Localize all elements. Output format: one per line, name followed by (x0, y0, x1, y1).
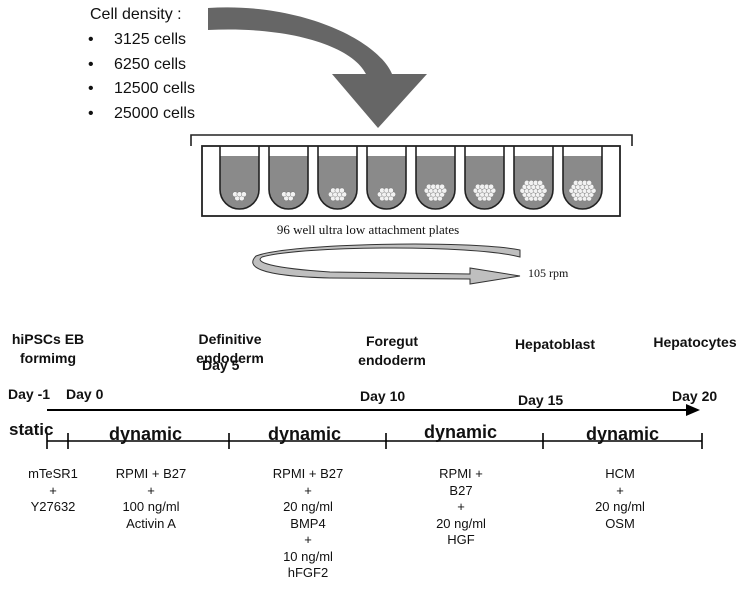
media-line: mTeSR1 (28, 466, 78, 481)
media-line: BMP4 (290, 515, 326, 531)
cell-sphere (439, 183, 445, 190)
media-foregut-endoderm: RPMI + B27 + 20 ng/ml BMP4 + 10 ng/ml hF… (255, 466, 361, 582)
cell-density-list: • 3125 cells • 6250 cells • 12500 cells • 25… (88, 28, 195, 126)
well (268, 146, 309, 210)
cell-sphere (537, 180, 543, 186)
media-line: Activin A (126, 515, 176, 531)
curved-arrow-icon (208, 7, 427, 128)
day-label: Day 0 (66, 386, 104, 402)
well (317, 146, 358, 210)
day-label: Day -1 (8, 386, 51, 402)
media-line: + (616, 482, 624, 498)
phase-label: dynamic (424, 422, 498, 442)
well (219, 146, 260, 210)
phase-label: static (9, 420, 54, 439)
media-line: hFGF2 (287, 565, 329, 580)
media-static: mTeSR1 + Y27632 (21, 466, 85, 516)
list-item: • 6250 cells (88, 53, 195, 78)
media-line: 10 ng/ml (283, 548, 333, 564)
media-definitive-endoderm: RPMI + B27 + 100 ng/ml Activin A (98, 466, 204, 532)
media-line: OSM (605, 515, 635, 531)
stage-label: formimg (20, 350, 76, 366)
stage-label: Hepatocytes (653, 334, 737, 350)
timeline-arrow (47, 404, 700, 416)
phase-label: dynamic (268, 424, 342, 444)
phase-bar (46, 433, 703, 449)
well (562, 146, 603, 210)
cell-sphere (586, 180, 592, 186)
cell-density-value: 25000 cells (114, 104, 195, 122)
stage-label: Hepatoblast (514, 336, 596, 352)
cell-density-title: Cell density : (90, 6, 182, 23)
bullet-icon: • (88, 55, 94, 73)
wells-group (219, 146, 603, 210)
media-line: + (304, 482, 312, 498)
bullet-icon: • (88, 80, 94, 97)
media-line: 20 ng/ml (595, 499, 645, 514)
stage-label: hiPSCs EB (11, 331, 85, 347)
stage-definitive-endoderm: Definitive endoderm (180, 330, 280, 368)
media-line: RPMI + (439, 466, 483, 481)
media-line: + (49, 482, 57, 498)
plate-caption: 96 well ultra low attachment plates (276, 222, 460, 237)
bullet-icon: • (88, 31, 94, 48)
media-line: 20 ng/ml (436, 515, 486, 531)
stage-foregut-endoderm: Foregut endoderm (342, 332, 442, 370)
media-line: + (457, 499, 465, 514)
media-line: HCM (605, 466, 635, 481)
stage-hepatoblast: Hepatoblast (500, 335, 610, 354)
cell-sphere (339, 187, 345, 194)
cell-sphere (488, 183, 494, 190)
media-line: HGF (447, 532, 475, 547)
day-label: Day 20 (672, 388, 718, 404)
plate-body (201, 145, 621, 217)
bullet-icon: • (88, 104, 94, 122)
shaker-speed: 105 rpm (528, 266, 569, 280)
well (513, 146, 554, 210)
stage-label: endoderm (358, 352, 426, 368)
day-label: Day 10 (360, 388, 406, 404)
media-line: B27 (449, 482, 473, 498)
cell-sphere (290, 191, 296, 198)
media-hepatoblast: RPMI + B27 + 20 ng/ml HGF (411, 466, 511, 549)
media-line: RPMI + B27 (115, 466, 187, 481)
list-item: • 25000 cells (88, 102, 195, 127)
phase-label: dynamic (586, 424, 660, 444)
stage-hepatocytes: Hepatocytes (640, 333, 743, 352)
stage-label: endoderm (196, 350, 264, 366)
plate-frame (190, 134, 633, 146)
cell-density-value: 3125 cells (114, 31, 187, 48)
media-line: RPMI + B27 (272, 466, 344, 481)
media-line: Y27632 (30, 499, 76, 514)
stage-label: Definitive (198, 331, 262, 347)
day-label: Day 15 (518, 392, 564, 408)
rotation-arrow-icon (252, 243, 521, 285)
well (464, 146, 505, 210)
cell-sphere (241, 191, 247, 198)
media-hepatocytes: HCM + 20 ng/ml OSM (570, 466, 670, 532)
media-line: + (304, 532, 312, 547)
stage-label: Foregut (365, 333, 419, 349)
list-item: • 12500 cells (88, 77, 195, 102)
cell-density-value: 6250 cells (114, 55, 187, 73)
day-label: Day 5 (202, 357, 240, 373)
cell-density-value: 12500 cells (114, 80, 195, 97)
cell-sphere (388, 187, 394, 194)
list-item: • 3125 cells (88, 28, 195, 53)
well (415, 146, 456, 210)
media-line: 20 ng/ml (283, 499, 333, 514)
stage-eb-forming: hiPSCs EB formimg (0, 330, 98, 368)
phase-label: dynamic (109, 424, 183, 444)
media-line: + (147, 482, 155, 498)
well (366, 146, 407, 210)
media-line: 100 ng/ml (122, 499, 180, 514)
